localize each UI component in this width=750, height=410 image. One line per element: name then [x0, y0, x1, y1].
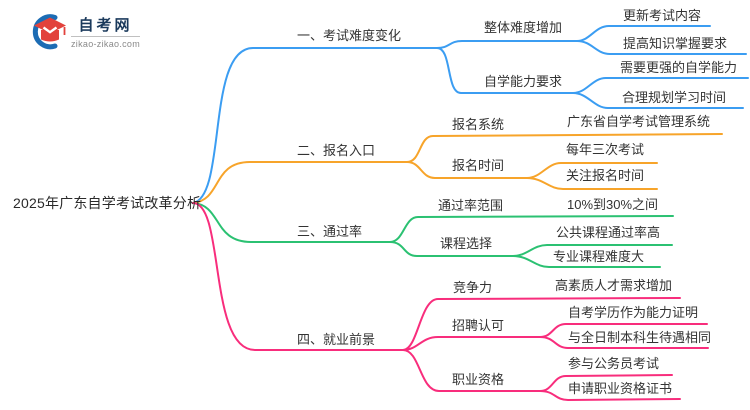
branch-registration-entry: 二、报名入口: [297, 143, 376, 159]
node-registration-time: 报名时间: [452, 158, 505, 174]
node-apply-qualification-certificate: 申请职业资格证书: [568, 381, 673, 397]
node-civil-service-exam: 参与公务员考试: [568, 356, 660, 372]
node-stronger-self-study-ability: 需要更强的自学能力: [620, 60, 738, 76]
node-competitiveness: 竞争力: [453, 280, 493, 296]
node-three-exams-per-year: 每年三次考试: [566, 142, 645, 158]
node-watch-registration-time: 关注报名时间: [566, 168, 645, 184]
node-professional-qualification: 职业资格: [452, 372, 505, 388]
logo-domain: zikao-zikao.com: [71, 35, 141, 49]
node-guangdong-exam-management-system: 广东省自学考试管理系统: [567, 114, 711, 130]
graduation-cap-icon: [32, 14, 66, 50]
node-same-treatment-as-fulltime-bachelor: 与全日制本科生待遇相同: [568, 330, 712, 346]
branch-registration-entry-edges: [192, 133, 723, 204]
branch-pass-rate-edges: [192, 202, 674, 268]
node-course-selection: 课程选择: [440, 236, 493, 252]
branch-pass-rate: 三、通过率: [297, 224, 363, 240]
node-higher-knowledge-requirements: 提高知识掌握要求: [623, 36, 728, 52]
node-10-to-30-percent: 10%到30%之间: [567, 197, 659, 213]
node-public-course-high-pass-rate: 公共课程通过率高: [556, 225, 661, 241]
node-degree-as-ability-proof: 自考学历作为能力证明: [568, 305, 699, 321]
node-plan-study-time: 合理规划学习时间: [622, 90, 727, 106]
node-registration-system: 报名系统: [452, 117, 505, 133]
node-pass-rate-range: 通过率范围: [438, 198, 504, 214]
branch-exam-difficulty-change: 一、考试难度变化: [297, 28, 402, 44]
node-overall-difficulty-increase: 整体难度增加: [484, 20, 563, 36]
site-logo: 自考网 zikao-zikao.com: [28, 11, 141, 51]
node-demand-for-high-quality-talent: 高素质人才需求增加: [555, 278, 673, 294]
branch-exam-difficulty-edges: [192, 25, 749, 204]
node-recruitment-recognition: 招聘认可: [452, 318, 505, 334]
node-self-study-ability-requirement: 自学能力要求: [484, 74, 563, 90]
node-major-course-difficult: 专业课程难度大: [553, 249, 645, 265]
node-update-exam-content: 更新考试内容: [623, 8, 702, 24]
branch-employment-prospects: 四、就业前景: [297, 332, 376, 348]
logo-title: 自考网: [78, 16, 133, 34]
branch-employment-prospects-edges: [192, 202, 709, 401]
central-topic: 2025年广东自学考试改革分析: [13, 195, 202, 211]
